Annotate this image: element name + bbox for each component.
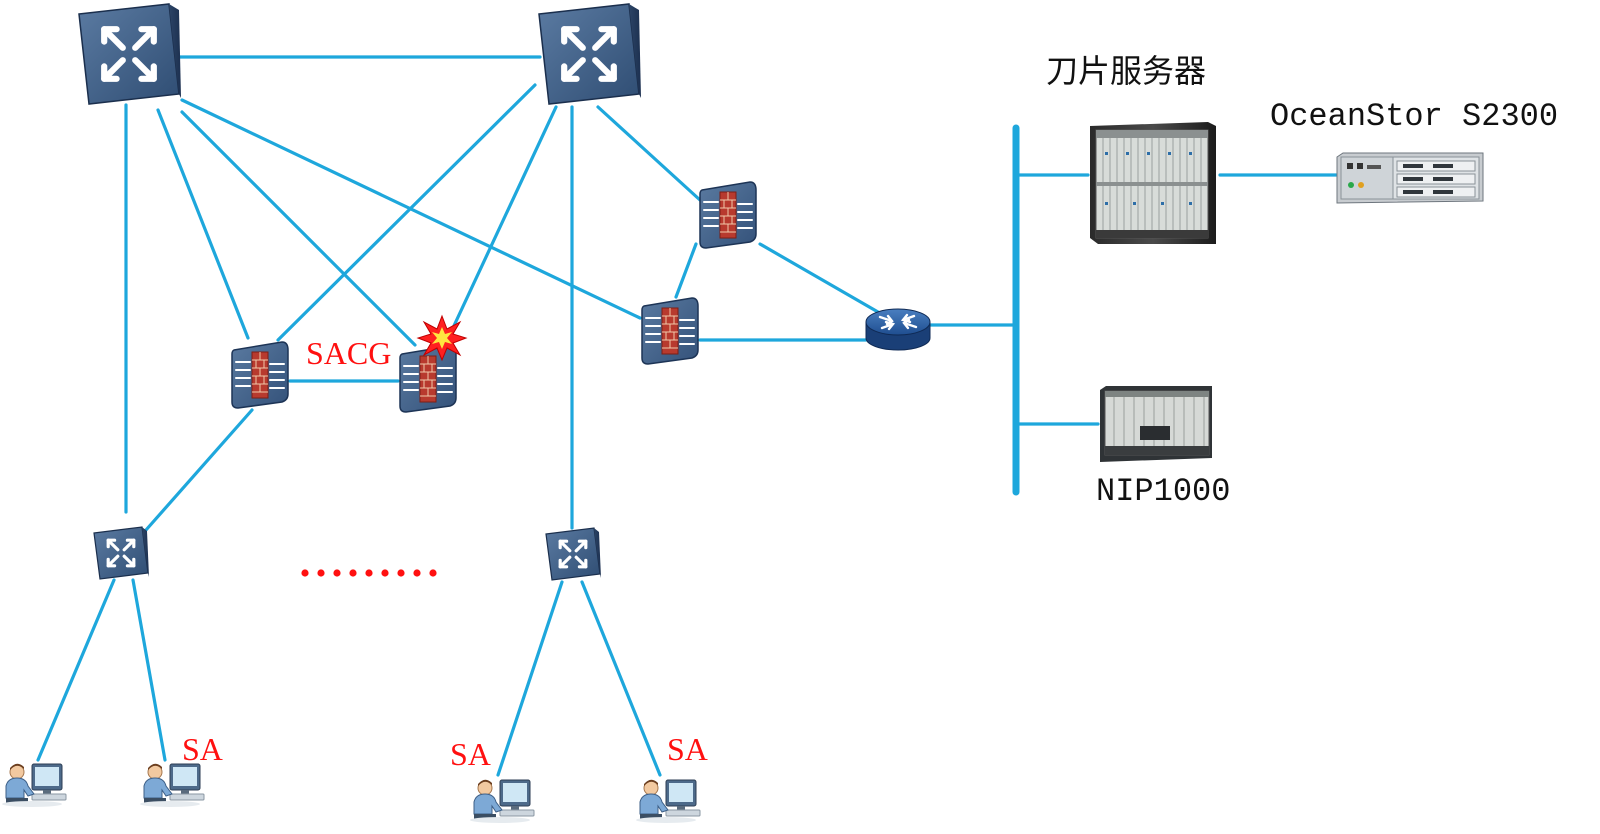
nip-appliance[interactable]: [1100, 386, 1212, 462]
firewall-sacg-2[interactable]: [399, 345, 457, 413]
link-coreR-fw1: [276, 83, 537, 342]
access-switch-icon: [94, 527, 149, 579]
nip-appliance-icon: [1100, 386, 1212, 462]
nip-label: NIP1000: [1096, 473, 1230, 510]
core-switch-icon: [539, 4, 641, 104]
user-pc-1[interactable]: [1, 763, 67, 808]
firewall-icon: [231, 341, 289, 409]
firewall-lower[interactable]: [641, 297, 699, 365]
core-switch-icon: [79, 4, 181, 104]
firewall-sacg-1[interactable]: [231, 341, 289, 409]
storage-label: OceanStor S2300: [1270, 98, 1558, 135]
alert-starburst-icon: [416, 314, 468, 362]
user-pc-4[interactable]: [635, 779, 701, 824]
link-fwupper-router: [758, 242, 880, 314]
link-coreR-fwupper: [596, 105, 702, 202]
blade-server[interactable]: [1090, 122, 1216, 244]
user-at-computer-icon: [635, 779, 701, 824]
firewall-icon: [641, 297, 699, 365]
sa-label-3: SA: [667, 731, 708, 767]
user-at-computer-icon: [469, 779, 535, 824]
link-accessR-pc3: [496, 580, 564, 777]
link-accessR-pc4: [580, 580, 662, 777]
user-at-computer-icon: [139, 763, 205, 808]
link-coreR-fw2: [443, 105, 558, 347]
link-coreL-fw2: [180, 110, 417, 347]
core-switch-right[interactable]: [539, 4, 641, 104]
firewall-icon: [699, 181, 757, 249]
blade-server-icon: [1090, 122, 1216, 244]
router[interactable]: [864, 307, 932, 352]
link-fw1-accessL: [144, 408, 254, 532]
sa-label-1: SA: [182, 731, 223, 767]
core-switch-left[interactable]: [79, 4, 181, 104]
link-accessL-pc1: [36, 578, 116, 762]
sa-label-2: SA: [450, 736, 491, 772]
firewall-icon: [399, 345, 457, 413]
sacg-label: SACG: [306, 335, 391, 371]
access-switch-icon: [546, 528, 601, 580]
blade-server-label: 刀片服务器: [1046, 52, 1206, 90]
user-pc-3[interactable]: [469, 779, 535, 824]
user-pc-2[interactable]: [139, 763, 205, 808]
storage-icon: [1336, 152, 1484, 204]
firewall-upper[interactable]: [699, 181, 757, 249]
storage-array[interactable]: [1336, 152, 1484, 204]
access-switch-left[interactable]: [94, 527, 149, 579]
user-at-computer-icon: [1, 763, 67, 808]
access-switch-right[interactable]: [546, 528, 601, 580]
ellipsis-dots: [301, 569, 437, 577]
link-accessL-pc2: [131, 578, 167, 762]
router-icon: [864, 307, 932, 352]
link-fwupper-fwlower: [674, 242, 698, 299]
link-coreL-fw1: [156, 108, 250, 340]
link-layer: [36, 55, 1338, 777]
